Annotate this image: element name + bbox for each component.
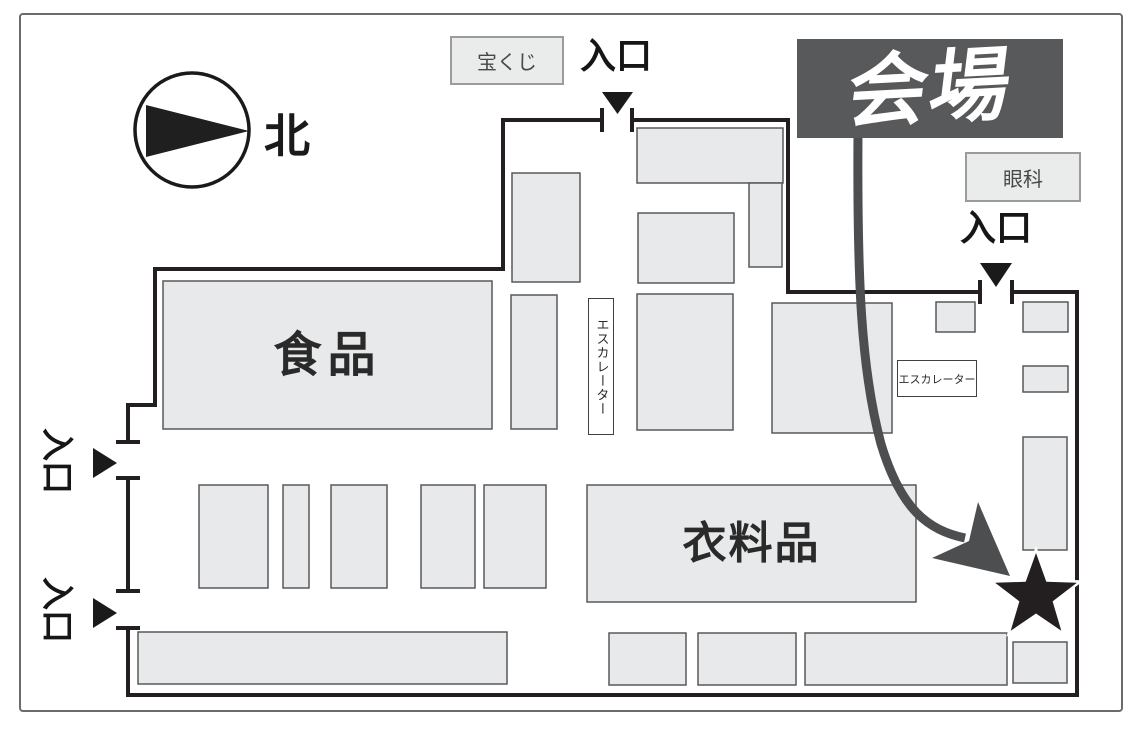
fixture-rect: [608, 632, 687, 686]
route-arrow-icon: [853, 131, 1010, 576]
destination-star-icon: [988, 545, 1084, 637]
fixture-rect: [804, 632, 1008, 686]
venue-banner: 会場: [797, 36, 1063, 140]
fixture-rect: [282, 484, 310, 589]
eye-clinic-text: 眼科: [1003, 166, 1043, 191]
entrance-marker-icon: [602, 92, 633, 114]
fixture-rect: [697, 632, 797, 686]
north-arrow-icon: [146, 105, 249, 157]
food-department-label: 食品: [163, 281, 492, 429]
fixture-rect: [1012, 641, 1068, 684]
fixture-rect: [748, 182, 783, 268]
entrance-text: 入口: [38, 577, 78, 643]
fixture-rect: [637, 212, 735, 284]
food-area-rect: [162, 280, 493, 430]
clothing-department-label: 衣料品: [587, 485, 916, 602]
clothing-text: 衣料品: [682, 517, 821, 569]
entrance-text: 入口: [579, 36, 652, 77]
eye-clinic-label: 眼科: [965, 152, 1081, 202]
escalator-label-center: エスカレーター: [588, 298, 614, 435]
fixture-rect: [483, 484, 547, 589]
fixture-rect: [935, 301, 976, 333]
fixture-rect: [636, 293, 734, 431]
fixture-rect: [420, 484, 476, 589]
escalator-text: エスカレーター: [898, 372, 976, 386]
food-text: 食品: [273, 327, 382, 383]
entrance-text: 入口: [959, 208, 1032, 249]
lottery-text: 宝くじ: [477, 50, 537, 74]
clothing-area-rect: [586, 484, 917, 603]
fixture-rect: [636, 127, 784, 184]
fixture-rect: [137, 631, 508, 685]
north-text: 北: [264, 109, 310, 163]
fixture-rect: [1022, 301, 1069, 333]
escalator-text: エスカレーター: [593, 317, 609, 416]
building-wall: [126, 118, 1079, 697]
entrance-text: 入口: [38, 428, 78, 494]
escalator-label-right: エスカレーター: [897, 360, 977, 397]
fixture-rect: [330, 484, 388, 589]
entrance-marker-icon: [93, 598, 117, 628]
north-label: 北: [255, 103, 319, 163]
fixture-rect: [510, 294, 558, 430]
entrance-label-right: 入口: [956, 207, 1036, 251]
compass-icon: [133, 71, 251, 189]
entrance-label-top: 入口: [576, 36, 656, 78]
entrance-marker-icon: [93, 448, 117, 478]
entrance-label-left-upper: 入口: [38, 421, 78, 501]
entrance-label-left-lower: 入口: [38, 570, 78, 650]
entrance-marker-icon: [980, 263, 1012, 287]
lottery-counter-label: 宝くじ: [450, 36, 564, 85]
fixture-rect: [1022, 436, 1068, 551]
venue-banner-label: 会場: [842, 36, 1018, 140]
fixture-rect: [511, 172, 581, 283]
fixture-rect: [198, 484, 269, 589]
entrance-ticks: [116, 108, 1014, 630]
fixture-rect: [1022, 365, 1069, 393]
